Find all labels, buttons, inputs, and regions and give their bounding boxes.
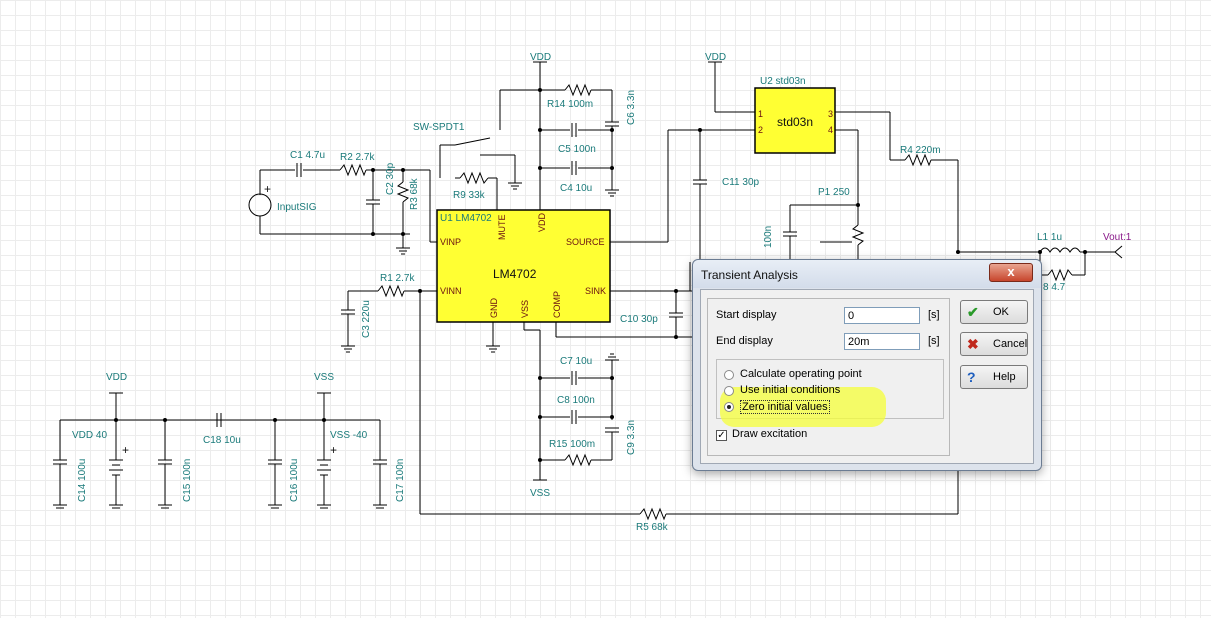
pin-vss: VSS	[520, 300, 530, 318]
label-r4: R4 220m	[900, 145, 941, 156]
radio-use-initial-conditions[interactable]	[724, 386, 734, 396]
label-c11: C11 30p	[722, 177, 760, 188]
label-vss-left: VSS	[314, 372, 334, 383]
end-display-label: End display	[716, 335, 773, 347]
label-vss40: VSS -40	[330, 430, 368, 441]
draw-excitation-label: Draw excitation	[732, 428, 808, 440]
label-c7: C7 10u	[560, 356, 592, 367]
label-c9: C9 3.3n	[626, 420, 637, 455]
svg-text:+: +	[264, 182, 271, 196]
label-vdd-top2: VDD	[705, 52, 726, 63]
pin-vinp: VINP	[440, 237, 461, 247]
svg-text:3: 3	[828, 109, 833, 119]
label-vdd-left: VDD	[106, 372, 127, 383]
label-c8: C8 100n	[557, 395, 595, 406]
start-display-unit: [s]	[928, 309, 940, 321]
start-display-label: Start display	[716, 309, 777, 321]
label-u2-chip: std03n	[777, 115, 813, 129]
help-button-label: Help	[993, 371, 1016, 383]
close-button[interactable]: x	[989, 263, 1033, 282]
cross-icon: ✖	[967, 336, 979, 352]
dialog-title: Transient Analysis	[701, 268, 798, 282]
radio-label-use-initial: Use initial conditions	[740, 384, 841, 396]
label-vout: Vout:1	[1103, 232, 1132, 243]
svg-text:+: +	[122, 443, 129, 457]
close-icon: x	[1007, 264, 1015, 279]
label-c2: C2 30p	[385, 162, 396, 195]
label-u1-ref: U1 LM4702	[440, 213, 492, 224]
label-c17: C17 100n	[395, 459, 406, 502]
fields-group: Start display [s] End display [s] Calcul…	[707, 298, 950, 456]
dialog-client-area: Start display [s] End display [s] Calcul…	[700, 289, 1034, 464]
label-r14: R14 100m	[547, 99, 593, 110]
cancel-button[interactable]: ✖ Cancel	[960, 332, 1028, 356]
label-c4: C4 10u	[560, 183, 592, 194]
label-r1: R1 2.7k	[380, 273, 415, 284]
label-l1: L1 1u	[1037, 232, 1062, 243]
transient-analysis-dialog[interactable]: Transient Analysis x Start display [s] E…	[692, 259, 1042, 471]
pin-gnd: GND	[489, 298, 499, 319]
label-sw: SW-SPDT1	[413, 122, 465, 133]
pin-comp: COMP	[552, 291, 562, 318]
label-u1-chip: LM4702	[493, 267, 537, 281]
label-inputsig: InputSIG	[277, 202, 317, 213]
checkmark-icon: ✔	[967, 304, 979, 320]
label-c3: C3 220u	[361, 300, 372, 338]
label-c12: 100n	[763, 226, 774, 248]
svg-text:+: +	[330, 443, 337, 457]
pin-vdd: VDD	[537, 212, 547, 232]
label-r9: R9 33k	[453, 190, 486, 201]
draw-excitation-checkbox[interactable]: ✓	[716, 430, 727, 441]
label-vdd40: VDD 40	[72, 430, 107, 441]
ok-button-label: OK	[993, 306, 1009, 318]
label-c14: C14 100u	[77, 459, 88, 502]
end-display-input[interactable]	[844, 333, 920, 350]
label-u2-ref: U2 std03n	[760, 76, 806, 87]
label-c15: C15 100n	[182, 459, 193, 502]
question-mark-icon: ?	[967, 369, 976, 385]
radio-label-calculate: Calculate operating point	[740, 368, 862, 380]
lm4702-chip[interactable]	[436, 209, 611, 323]
label-vdd-top1: VDD	[530, 52, 551, 63]
label-c16: C16 100u	[289, 459, 300, 502]
label-r3: R3 68k	[409, 177, 420, 210]
radio-label-zero-initial: Zero initial values	[740, 400, 830, 414]
pin-vinn: VINN	[440, 286, 462, 296]
label-c5: C5 100n	[558, 144, 596, 155]
yellow-highlight	[720, 387, 886, 427]
ok-button[interactable]: ✔ OK	[960, 300, 1028, 324]
label-p1: P1 250	[818, 187, 850, 198]
label-c1: C1 4.7u	[290, 150, 325, 161]
label-vss-bottom: VSS	[530, 488, 550, 499]
label-c10: C10 30p	[620, 314, 658, 325]
dialog-titlebar[interactable]: Transient Analysis x	[693, 260, 1041, 288]
svg-text:2: 2	[758, 125, 763, 135]
pin-sink: SINK	[585, 286, 606, 296]
label-c18: C18 10u	[203, 435, 241, 446]
svg-text:4: 4	[828, 125, 833, 135]
label-r8: 8 4.7	[1043, 282, 1066, 293]
label-r2: R2 2.7k	[340, 152, 375, 163]
start-display-input[interactable]	[844, 307, 920, 324]
label-c6: C6 3.3n	[626, 90, 637, 125]
radio-zero-initial-values[interactable]	[724, 402, 734, 412]
radio-calculate-operating-point[interactable]	[724, 370, 734, 380]
end-display-unit: [s]	[928, 335, 940, 347]
label-r15: R15 100m	[549, 439, 595, 450]
label-r5: R5 68k	[636, 522, 669, 533]
pin-source: SOURCE	[566, 237, 605, 247]
svg-text:1: 1	[758, 109, 763, 119]
pin-mute: MUTE	[497, 215, 507, 241]
std03n-chip[interactable]	[754, 87, 836, 154]
help-button[interactable]: ? Help	[960, 365, 1028, 389]
cancel-button-label: Cancel	[993, 338, 1028, 350]
